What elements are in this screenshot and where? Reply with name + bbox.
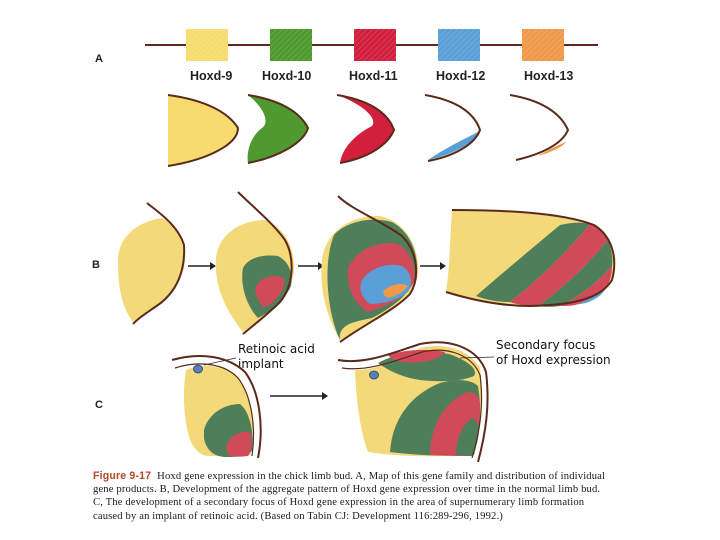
gene-label-hoxd-12: Hoxd-12 — [436, 69, 485, 83]
expression-domain-hoxd-9 — [167, 94, 240, 167]
gene-label-hoxd-13: Hoxd-13 — [524, 69, 573, 83]
treated-stage-arrow-head — [322, 392, 328, 400]
gene-box-hoxd-10 — [270, 29, 312, 61]
retinoic-acid-pointer — [203, 357, 237, 366]
retinoic-acid-label-line2: implant — [238, 357, 284, 371]
limb-bud-stage-1 — [118, 202, 186, 325]
limb-bud-treated-early — [171, 355, 262, 459]
limb-bud-stage-2 — [215, 191, 295, 335]
limb-bud-stage-3 — [321, 195, 419, 343]
expression-domain-hoxd-13 — [509, 94, 570, 161]
expression-domain-hoxd-11 — [336, 94, 396, 164]
gene-label-hoxd-9: Hoxd-9 — [190, 69, 232, 83]
figure-caption-text: Hoxd gene expression in the chick limb b… — [93, 471, 606, 522]
expression-domain-hoxd-10 — [247, 94, 310, 164]
panel-label-c: C — [95, 399, 103, 411]
panel-label-a: A — [95, 53, 103, 65]
stage-arrow-1-head — [210, 262, 216, 270]
limb-bud-treated-late — [337, 341, 489, 463]
gene-box-hoxd-12 — [438, 29, 480, 61]
gene-label-hoxd-11: Hoxd-11 — [349, 69, 398, 83]
secondary-focus-pointer — [459, 356, 495, 359]
retinoic-acid-label-line1: Retinoic acid — [238, 342, 315, 356]
figure-label: Figure 9-17 — [93, 470, 152, 482]
limb-bud-stage-4 — [445, 209, 616, 308]
secondary-focus-label-line2: of Hoxd expression — [496, 353, 611, 367]
expression-domain-hoxd-12 — [424, 94, 482, 162]
gene-box-hoxd-11 — [354, 29, 396, 61]
retinoic-acid-bead-early — [193, 364, 203, 374]
secondary-focus-label-line1: Secondary focus — [496, 338, 595, 352]
retinoic-acid-bead-late — [369, 370, 379, 380]
gene-box-hoxd-13 — [522, 29, 564, 61]
stage-arrow-3-head — [440, 262, 446, 270]
gene-box-hoxd-9 — [186, 29, 228, 61]
panel-label-b: B — [92, 259, 100, 271]
gene-label-hoxd-10: Hoxd-10 — [262, 69, 311, 83]
stage-arrow-2-head — [318, 262, 324, 270]
